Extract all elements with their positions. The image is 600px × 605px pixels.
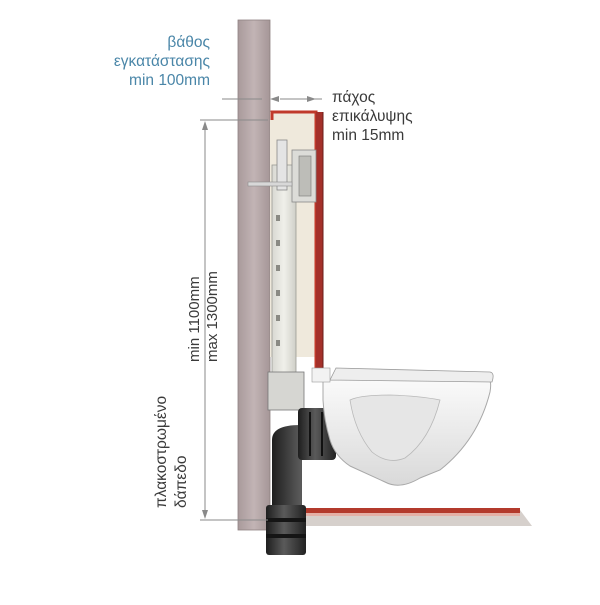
tiled-floor-line-2: δάπεδο [173,455,190,508]
flush-valve-core [298,155,312,197]
inlet-valve [276,139,288,191]
cover-thickness-line-3: min 15mm [332,127,405,144]
drain-outlet [266,505,306,555]
tiled-floor-line-1: πλακοστρωμένο [153,395,170,508]
height-range-label: min 1100mm max 1300mm [186,271,222,362]
frame-holes [276,215,280,346]
cover-thickness-label: πάχος επικάλυψης min 15mm [332,88,413,145]
tiled-floor-label: πλακοστρωμένο δάπεδο [152,396,192,508]
cover-thickness-line-2: επικάλυψης [332,108,413,125]
install-depth-line-2: εγκατάστασης [113,53,210,70]
front-cladding-board [316,112,323,374]
wall-anchor-rod [247,181,293,187]
floor-screed [306,513,520,516]
height-max-text: max 1300mm [204,271,221,362]
frame-bracket [267,371,305,411]
drain-ring-2 [266,534,306,538]
drain-ring-1 [266,518,306,522]
install-depth-line-3: min 100mm [129,72,210,89]
install-depth-label: βάθος εγκατάστασης min 100mm [60,33,210,90]
height-min-text: min 1100mm [186,276,203,362]
floor-waterproof-layer [306,508,520,513]
bowl-interior [349,394,441,461]
seat-hinge [311,367,331,383]
wall [238,20,270,530]
cover-thickness-line-1: πάχος [332,89,376,106]
drain-pipe [272,425,335,505]
install-depth-line-1: βάθος [167,34,210,51]
toilet-rim [329,367,494,383]
dimension-arrows [202,96,316,519]
